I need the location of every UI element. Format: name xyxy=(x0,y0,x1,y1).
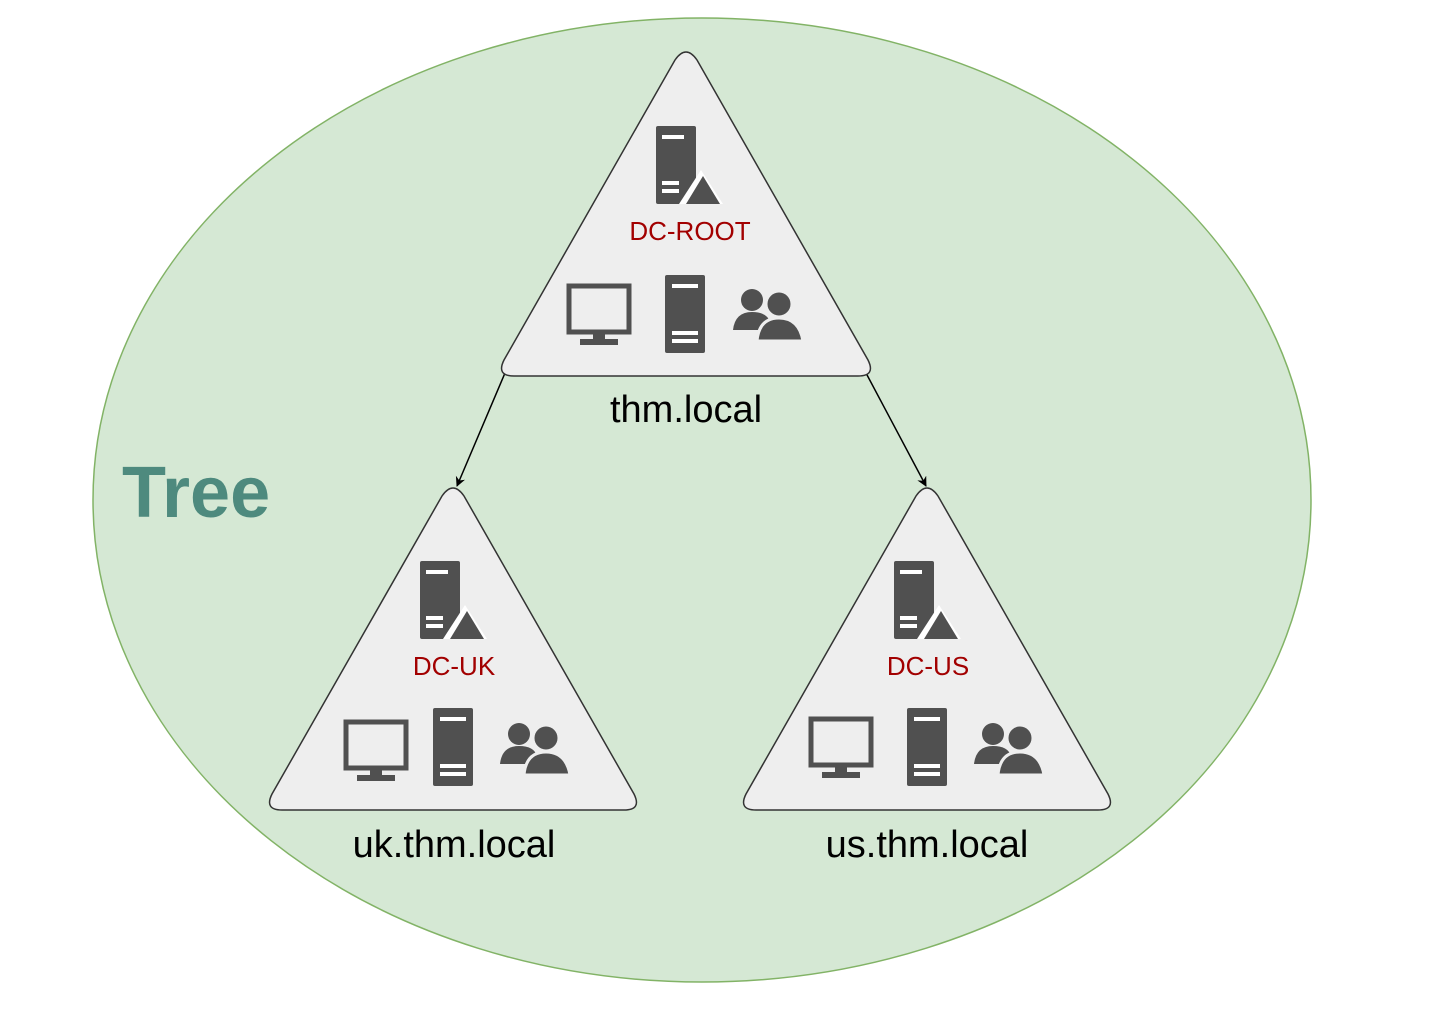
server-icon xyxy=(433,708,473,786)
domain-name: uk.thm.local xyxy=(353,824,556,866)
domain-name: thm.local xyxy=(610,389,762,431)
server-icon xyxy=(907,708,947,786)
arrow-root-to-uk xyxy=(455,372,506,487)
tree-title: Tree xyxy=(122,453,270,533)
server-icon xyxy=(665,275,705,353)
arrow-root-to-us xyxy=(865,372,927,487)
dc-label: DC-UK xyxy=(413,651,496,681)
dc-label: DC-ROOT xyxy=(629,216,750,246)
domain-name: us.thm.local xyxy=(826,824,1029,866)
domain-us: DC-US us.thm.local xyxy=(742,487,1112,866)
dc-label: DC-US xyxy=(887,651,969,681)
domain-root: DC-ROOT thm.local xyxy=(500,51,872,431)
domain-uk: DC-UK uk.thm.local xyxy=(268,487,638,866)
